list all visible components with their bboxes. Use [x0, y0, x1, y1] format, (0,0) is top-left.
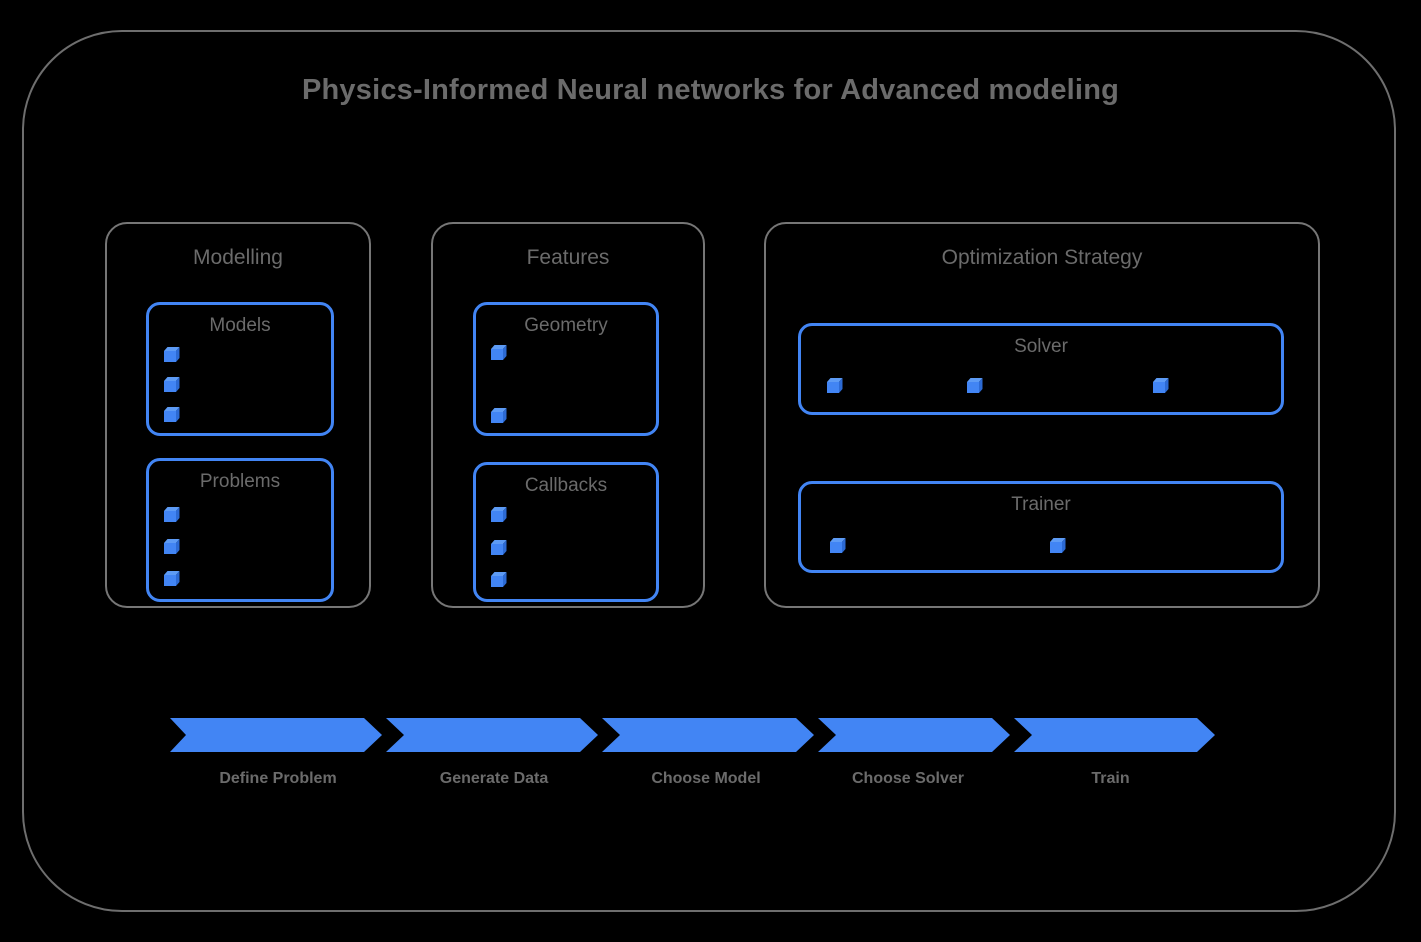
subgroup-solver: Solver — [798, 323, 1284, 415]
subgroup-title-geometry: Geometry — [524, 315, 608, 336]
cube-icon — [827, 378, 843, 394]
cube-icon — [967, 378, 983, 394]
cube-icon — [491, 345, 507, 361]
cube-icon — [491, 540, 507, 556]
subgroup-title-models: Models — [209, 315, 271, 336]
group-title-features: Features — [526, 246, 610, 269]
pipeline-step-label-1: Define Problem — [219, 770, 337, 787]
group-title-modelling: Modelling — [193, 246, 283, 269]
group-title-optimization-strategy: Optimization Strategy — [941, 246, 1143, 269]
cube-icon — [491, 572, 507, 588]
subgroup-trainer: Trainer — [798, 481, 1284, 573]
cube-icon — [164, 539, 180, 555]
cube-icon — [1050, 538, 1066, 554]
pipeline-step-label-2: Generate Data — [439, 770, 549, 787]
subgroup-callbacks: Callbacks — [473, 462, 659, 602]
pipeline-step-arrow-4[interactable] — [818, 718, 1010, 752]
subgroup-geometry: Geometry — [473, 302, 659, 436]
cube-icon — [491, 408, 507, 424]
cube-icon — [164, 507, 180, 523]
pipeline-step-label-5: Train — [1091, 770, 1130, 787]
pipeline-step-label-3: Choose Model — [651, 770, 761, 787]
pipeline-flow: Define Problem Generate Data Choose Mode… — [170, 718, 1215, 787]
subgroup-title-solver: Solver — [1014, 336, 1068, 357]
cube-icon — [491, 507, 507, 523]
pipeline-step-arrow-5[interactable] — [1014, 718, 1215, 752]
cube-icon — [164, 571, 180, 587]
subgroup-models: Models — [146, 302, 334, 436]
cube-icon — [164, 407, 180, 423]
subgroup-title-callbacks: Callbacks — [524, 475, 608, 496]
cube-icon — [1153, 378, 1169, 394]
subgroup-title-trainer: Trainer — [1011, 494, 1071, 515]
page-title: Physics-Informed Neural networks for Adv… — [301, 74, 1120, 106]
pipeline-step-arrow-2[interactable] — [386, 718, 598, 752]
pipeline-step-arrow-3[interactable] — [602, 718, 814, 752]
cube-icon — [164, 377, 180, 393]
pipeline-step-label-4: Choose Solver — [851, 770, 965, 787]
cube-icon — [164, 347, 180, 363]
cube-icon — [830, 538, 846, 554]
pipeline-step-arrow-1[interactable] — [170, 718, 382, 752]
subgroup-title-problems: Problems — [199, 471, 281, 492]
subgroup-problems: Problems — [146, 458, 334, 602]
